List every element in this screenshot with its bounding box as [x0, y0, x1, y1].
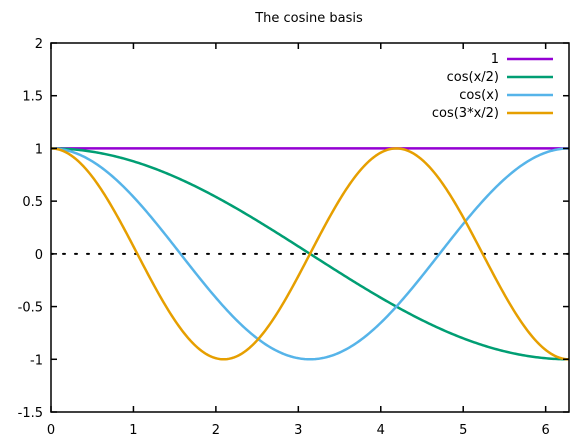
legend-label-2: cos(x/2)	[447, 70, 499, 85]
x-tick-label: 0	[47, 423, 55, 438]
y-tick-label: -0.5	[18, 301, 43, 316]
series-line-3	[51, 147, 569, 361]
x-tick-label: 3	[294, 423, 302, 438]
x-tick-label: 2	[212, 423, 220, 438]
x-tick-label: 6	[542, 423, 550, 438]
legend: 1 cos(x/2) cos(x) cos(3*x/2)	[432, 52, 553, 121]
x-tick-label: 4	[377, 423, 385, 438]
y-tick-label: 1	[35, 142, 43, 157]
plot-border	[50, 42, 570, 413]
y-tick-label: 1.5	[22, 90, 43, 105]
legend-label-3: cos(x)	[459, 88, 499, 103]
legend-label-1: 1	[491, 52, 499, 67]
axes: -1.5 -1 -0.5 0 0.5 1 1.5 2 0 1 2 3 4 5 6	[18, 37, 570, 438]
y-tick-label: -1.5	[18, 406, 43, 421]
chart-title: The cosine basis	[254, 11, 363, 26]
y-tick-label: 0	[35, 248, 43, 263]
y-tick-label: -1	[30, 353, 43, 368]
x-tick-label: 1	[129, 423, 137, 438]
legend-label-4: cos(3*x/2)	[432, 106, 499, 121]
y-tick-label: 0.5	[22, 195, 43, 210]
y-tick-label: 2	[35, 37, 43, 52]
series-line-4	[51, 147, 569, 361]
plot-area	[51, 147, 569, 361]
x-tick-label: 5	[459, 423, 467, 438]
